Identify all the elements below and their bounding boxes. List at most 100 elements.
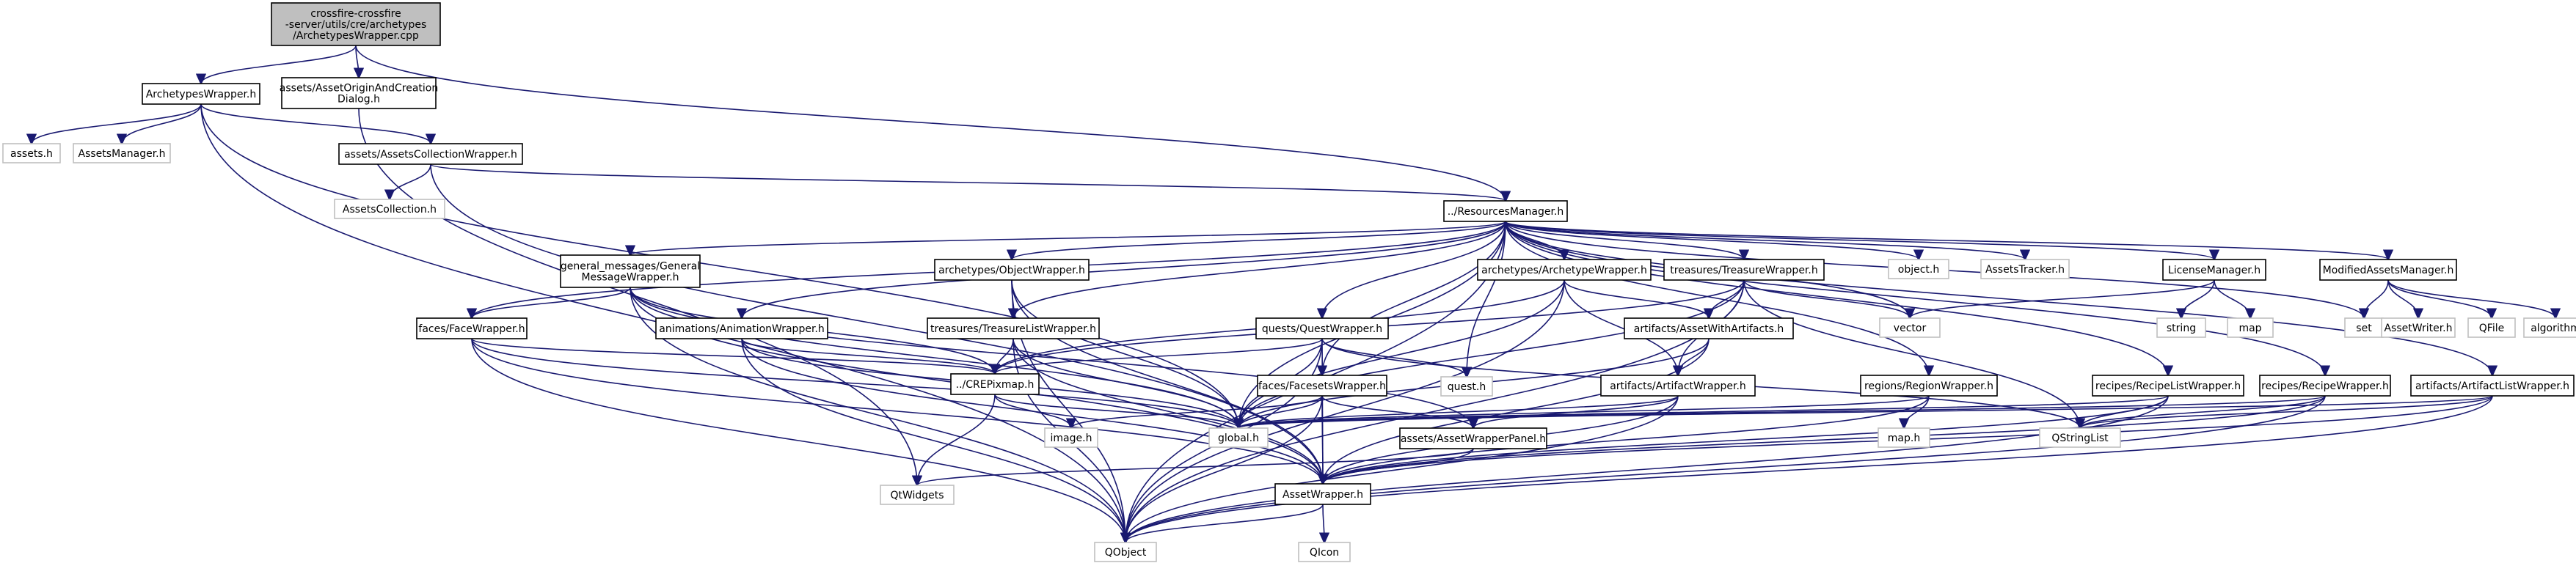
node-box bbox=[934, 259, 1090, 281]
node-qicon: QIcon bbox=[1298, 542, 1351, 562]
node-objectwrapper-h[interactable]: archetypes/ObjectWrapper.h bbox=[934, 259, 1090, 281]
edge-facewrapper_h-to-assetwrapper_h bbox=[471, 338, 1323, 484]
node-box bbox=[2227, 317, 2274, 338]
node-label: artifacts/ArtifactListWrapper.h bbox=[2415, 380, 2569, 392]
node-label: QtWidgets bbox=[890, 490, 944, 501]
edge-assetwrapper_h-to-qobject bbox=[1125, 504, 1324, 542]
node-treasurewrapper-h[interactable]: treasures/TreasureWrapper.h bbox=[1663, 259, 1825, 281]
node-qtwidgets: QtWidgets bbox=[880, 485, 955, 505]
node-questwrapper-h[interactable]: quests/QuestWrapper.h bbox=[1255, 317, 1389, 339]
node-resourcesmanager-h[interactable]: ../ResourcesManager.h bbox=[1443, 200, 1568, 222]
node-algorithm: algorithm bbox=[2523, 317, 2576, 338]
edge-licensemanager_h-to-map bbox=[2214, 279, 2250, 318]
edge-assetscollectionwrapper_h-to-assetwrapper_h bbox=[430, 163, 1323, 484]
node-assetscollection-h: AssetsCollection.h bbox=[334, 199, 445, 219]
node-label: AssetsCollection.h bbox=[343, 204, 437, 216]
node-treasurelistwrapper-h[interactable]: treasures/TreasureListWrapper.h bbox=[927, 317, 1100, 339]
node-assets-h: assets.h bbox=[2, 143, 61, 163]
node-label: string bbox=[2167, 323, 2196, 334]
node-box bbox=[1257, 375, 1387, 397]
node-artifactlistwrapper-h[interactable]: artifacts/ArtifactListWrapper.h bbox=[2410, 375, 2575, 397]
node-box bbox=[334, 199, 445, 219]
node-box bbox=[2410, 375, 2575, 397]
node-artifactwrapper-h[interactable]: artifacts/ArtifactWrapper.h bbox=[1600, 375, 1756, 397]
node-label: map.h bbox=[1888, 433, 1920, 444]
edge-recipewrapper_h-to-qobject bbox=[1125, 395, 2326, 542]
node-label: image.h bbox=[1051, 433, 1092, 444]
edge-treasurewrapper_h-to-qstringlist bbox=[1743, 279, 2080, 428]
node-box bbox=[2039, 427, 2121, 448]
node-box bbox=[2523, 317, 2576, 338]
node-archetypeswrapper-h[interactable]: ArchetypesWrapper.h bbox=[142, 83, 260, 105]
node-assetscollectionwrapper-h[interactable]: assets/AssetsCollectionWrapper.h bbox=[338, 143, 523, 165]
edge-artifactwrapper_h-to-qobject bbox=[1125, 395, 1679, 542]
node-label: object.h bbox=[1898, 264, 1939, 276]
node-box bbox=[1888, 259, 1949, 279]
node-label: map bbox=[2239, 323, 2261, 334]
edge-assetwrapperpanel_h-to-assetwrapper_h bbox=[1323, 448, 1474, 484]
edge-treasurewrapper_h-to-global_h bbox=[1238, 279, 1745, 428]
edge-crepixmap_h-to-qtwidgets bbox=[917, 394, 996, 485]
node-licensemanager-h[interactable]: LicenseManager.h bbox=[2162, 259, 2266, 281]
node-box bbox=[1298, 542, 1351, 562]
node-set: set bbox=[2344, 317, 2384, 338]
node-global-h: global.h bbox=[1208, 427, 1269, 448]
node-animationwrapper-h[interactable]: animations/AnimationWrapper.h bbox=[655, 317, 828, 339]
node-regionwrapper-h[interactable]: regions/RegionWrapper.h bbox=[1860, 375, 1998, 397]
node-box bbox=[2381, 317, 2456, 338]
edge-generalmessagewrapper_h-to-global_h bbox=[630, 287, 1238, 428]
edge-archetypeswrapper_h-to-assetsmanager_h bbox=[122, 103, 202, 144]
edge-generalmessagewrapper_h-to-assetwrapperpanel_h bbox=[630, 287, 1473, 428]
node-box bbox=[1477, 259, 1652, 281]
node-label: faces/FaceWrapper.h bbox=[418, 323, 525, 335]
node-recipewrapper-h[interactable]: recipes/RecipeWrapper.h bbox=[2259, 375, 2391, 397]
node-facewrapper-h[interactable]: faces/FaceWrapper.h bbox=[416, 317, 528, 339]
node-box bbox=[1094, 542, 1157, 562]
node-modifiedassetsmanager-h[interactable]: ModifiedAssetsManager.h bbox=[2319, 259, 2457, 281]
node-label: algorithm bbox=[2531, 323, 2576, 334]
edge-animationwrapper_h-to-qobject bbox=[741, 338, 1125, 542]
node-quest-h: quest.h bbox=[1440, 376, 1493, 397]
node-box bbox=[950, 373, 1040, 395]
node-label: assets.h bbox=[10, 148, 53, 160]
node-label: vector bbox=[1894, 323, 1927, 334]
edge-root-to-archetypeswrapper_h bbox=[201, 45, 357, 84]
edge-regionwrapper_h-to-map_h bbox=[1904, 395, 1930, 428]
node-box bbox=[2467, 317, 2516, 338]
node-crepixmap-h[interactable]: ../CREPixmap.h bbox=[950, 373, 1040, 395]
node-facesetswrapper-h[interactable]: faces/FacesetsWrapper.h bbox=[1257, 375, 1387, 397]
node-root[interactable]: crossfire-crossfire-server/utils/cre/arc… bbox=[271, 2, 441, 46]
node-label: archetypes/ArchetypeWrapper.h bbox=[1481, 265, 1647, 276]
node-box bbox=[1443, 200, 1568, 222]
node-archetypewrapper-h[interactable]: archetypes/ArchetypeWrapper.h bbox=[1477, 259, 1652, 281]
edge-resourcesmanager_h-to-assetstracker_h bbox=[1505, 221, 2025, 260]
edge-archetypewrapper_h-to-artifactwrapper_h bbox=[1564, 279, 1678, 375]
node-label: LicenseManager.h bbox=[2168, 265, 2261, 276]
node-qobject: QObject bbox=[1094, 542, 1157, 562]
node-box bbox=[1980, 259, 2070, 279]
edge-artifactlistwrapper_h-to-qobject bbox=[1125, 395, 2493, 542]
node-recipelistwrapper-h[interactable]: recipes/RecipeListWrapper.h bbox=[2092, 375, 2244, 397]
edge-treasurelistwrapper_h-to-global_h bbox=[1012, 338, 1238, 428]
node-label: faces/FacesetsWrapper.h bbox=[1258, 380, 1386, 392]
edge-animationwrapper_h-to-crepixmap_h bbox=[741, 338, 995, 374]
node-assetsmanager-h: AssetsManager.h bbox=[73, 143, 171, 163]
node-box bbox=[2344, 317, 2384, 338]
edge-archetypeswrapper_h-to-global_h bbox=[200, 103, 1238, 428]
node-object-h: object.h bbox=[1888, 259, 1949, 279]
node-assetwithartifacts-h[interactable]: artifacts/AssetWithArtifacts.h bbox=[1624, 317, 1794, 339]
node-assetwrapper-h[interactable]: AssetWrapper.h bbox=[1274, 483, 1371, 505]
node-label: ../ResourcesManager.h bbox=[1448, 206, 1564, 218]
node-label: assets/AssetsCollectionWrapper.h bbox=[344, 149, 517, 161]
node-box bbox=[416, 317, 528, 339]
edge-archetypewrapper_h-to-assetwithartifacts_h bbox=[1564, 279, 1709, 318]
edge-assetscollectionwrapper_h-to-resourcesmanager_h bbox=[430, 163, 1506, 201]
node-label: artifacts/ArtifactWrapper.h bbox=[1610, 380, 1746, 392]
node-label: QObject bbox=[1105, 547, 1147, 559]
edge-resourcesmanager_h-to-animationwrapper_h bbox=[742, 221, 1506, 318]
node-assetwrapperpanel-h[interactable]: assets/AssetWrapperPanel.h bbox=[1399, 427, 1547, 449]
node-box bbox=[73, 143, 171, 163]
